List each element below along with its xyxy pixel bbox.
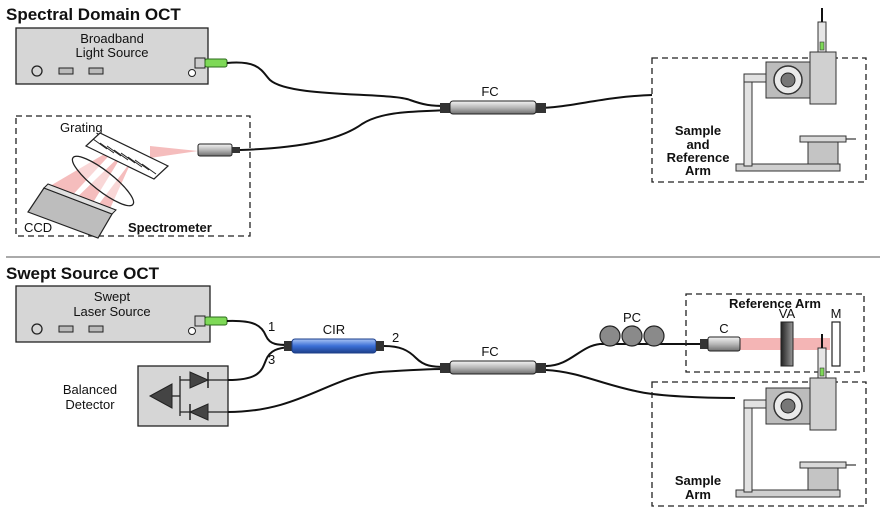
sd-arm-label-2: and [686, 137, 709, 152]
spectrometer-box [15, 115, 251, 237]
sd-fiber-source [226, 61, 449, 107]
reference-arm-box [685, 293, 865, 373]
ss-fiber-reference [545, 343, 700, 367]
sd-source-connector [204, 58, 228, 68]
sd-title: Spectral Domain OCT [6, 5, 181, 24]
sd-fc-label: FC [481, 84, 498, 99]
cir-label: CIR [323, 322, 345, 337]
ref-collimator-cap [700, 339, 708, 349]
broadband-light-source: Broadband Light Source [15, 27, 209, 85]
ss-fiber-port2 [383, 345, 447, 368]
polarization-controller [599, 325, 665, 347]
sd-fiber-spectrometer [239, 109, 449, 151]
port-2-label: 2 [392, 330, 399, 345]
reference-arm-title: Reference Arm [729, 296, 821, 311]
ss-fiber-port3 [227, 346, 291, 381]
sd-source-label-1: Broadband [80, 31, 144, 46]
reference-mirror [831, 321, 841, 367]
c-label: C [719, 321, 728, 336]
swept-laser-source: Swept Laser Source [15, 285, 211, 343]
balanced-detector [137, 365, 229, 427]
ss-fiber-detector [227, 368, 447, 413]
grating-label: Grating [60, 120, 103, 135]
sample-arm-label-2: Arm [685, 487, 711, 502]
circulator [284, 338, 384, 354]
sd-arm-label-3: Reference [667, 150, 730, 165]
ss-title: Swept Source OCT [6, 264, 160, 283]
spectrometer-label: Spectrometer [128, 220, 212, 235]
va-label: VA [779, 306, 796, 321]
sd-fiber-arm [535, 94, 653, 109]
port-3-label: 3 [268, 352, 275, 367]
detector-label-1: Balanced [63, 382, 117, 397]
sample-arm-box [651, 381, 867, 507]
ref-collimator [707, 336, 741, 352]
ss-source-label-2: Laser Source [73, 304, 150, 319]
pc-label: PC [623, 310, 641, 325]
ss-source-connector [204, 316, 228, 326]
ccd-sensor [27, 183, 117, 239]
grating-element [84, 132, 170, 180]
variable-attenuator [780, 321, 794, 367]
sd-fiber-coupler [440, 100, 546, 115]
sd-scan-stage [729, 7, 857, 177]
ss-source-label-1: Swept [94, 289, 131, 304]
sd-arm-label-1: Sample [675, 123, 721, 138]
detector-label-2: Detector [65, 397, 115, 412]
ss-fiber-port1 [226, 319, 291, 346]
m-label: M [831, 306, 842, 321]
sd-source-label-2: Light Source [76, 45, 149, 60]
port-1-label: 1 [268, 319, 275, 334]
sd-arm-box [651, 57, 867, 183]
sd-arm-label-4: Arm [685, 163, 711, 178]
ss-fiber-coupler [440, 360, 546, 375]
ss-fiber-sample [545, 369, 736, 399]
sd-collimator-cap [232, 147, 240, 153]
sample-arm-label-1: Sample [675, 473, 721, 488]
ss-fc-label: FC [481, 344, 498, 359]
sd-spectrometer-collimator [197, 143, 233, 157]
ccd-label: CCD [24, 220, 52, 235]
spectrometer-lens [71, 155, 135, 207]
